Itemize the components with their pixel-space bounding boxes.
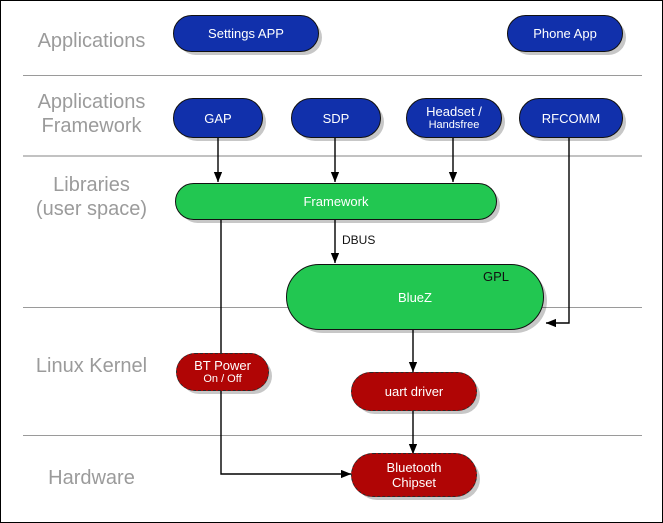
node-bt-power[interactable]: BT Power On / Off xyxy=(176,353,269,391)
node-sdp-label: SDP xyxy=(322,110,350,126)
node-rfcomm[interactable]: RFCOMM xyxy=(519,98,623,138)
node-sdp[interactable]: SDP xyxy=(291,98,381,138)
node-phone-app[interactable]: Phone App xyxy=(507,15,623,52)
node-framework[interactable]: Framework xyxy=(175,183,497,220)
node-bluetooth-chipset-label-line1: Bluetooth xyxy=(386,460,442,475)
node-bt-power-label-line2: On / Off xyxy=(203,373,242,385)
node-phone-app-label: Phone App xyxy=(533,26,597,41)
node-framework-label: Framework xyxy=(303,194,369,209)
node-headset-handsfree[interactable]: Headset / Handsfree xyxy=(406,98,502,138)
edge-label-dbus: DBUS xyxy=(342,233,376,247)
node-headset-handsfree-label-line1: Headset / xyxy=(426,104,482,119)
layer-label-applications-framework: Applications Framework xyxy=(37,91,146,137)
wire-rfcomm-to-bluez xyxy=(545,138,570,328)
layer-label-hardware: Hardware xyxy=(48,467,135,489)
node-gap-label: GAP xyxy=(204,110,232,126)
node-uart-driver[interactable]: uart driver xyxy=(351,372,477,411)
node-gap[interactable]: GAP xyxy=(173,98,263,138)
layer-label-applications: Applications xyxy=(37,30,146,52)
gpl-annotation: GPL xyxy=(483,269,510,284)
node-bluetooth-chipset-label-line2: Chipset xyxy=(391,475,437,490)
node-settings-app-label: Settings APP xyxy=(208,26,284,41)
layer-label-libraries: Libraries (user space) xyxy=(35,174,148,220)
layer-label-linux-kernel: Linux Kernel xyxy=(35,355,148,377)
divider-applications-framework xyxy=(23,155,642,157)
node-settings-app[interactable]: Settings APP xyxy=(173,15,319,52)
node-headset-handsfree-label-line2: Handsfree xyxy=(428,119,480,131)
divider-linux-kernel xyxy=(23,435,642,436)
node-bt-power-label-line1: BT Power xyxy=(194,358,251,373)
node-rfcomm-label: RFCOMM xyxy=(541,110,601,126)
node-bluez-label: BlueZ xyxy=(398,289,432,305)
node-bluetooth-chipset[interactable]: Bluetooth Chipset xyxy=(351,453,477,497)
divider-applications xyxy=(23,75,642,76)
node-uart-driver-label: uart driver xyxy=(384,384,444,399)
